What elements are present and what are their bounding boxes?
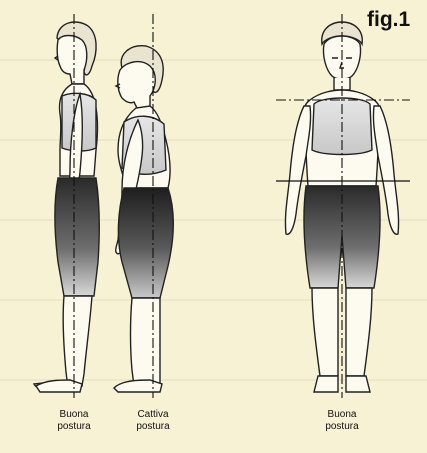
- caption-line: postura: [39, 421, 109, 433]
- caption-line: Cattiva: [118, 409, 188, 421]
- caption-line: Buona: [307, 409, 377, 421]
- figure-label: fig.1: [367, 8, 410, 32]
- caption-line: postura: [307, 421, 377, 433]
- caption-side-bad: Cattiva postura: [118, 409, 188, 433]
- caption-side-good: Buona postura: [39, 409, 109, 433]
- figure-side-bad-posture: [114, 46, 173, 392]
- caption-front-good: Buona postura: [307, 409, 377, 433]
- caption-line: postura: [118, 421, 188, 433]
- caption-line: Buona: [39, 409, 109, 421]
- figure-side-good-posture: [34, 22, 99, 392]
